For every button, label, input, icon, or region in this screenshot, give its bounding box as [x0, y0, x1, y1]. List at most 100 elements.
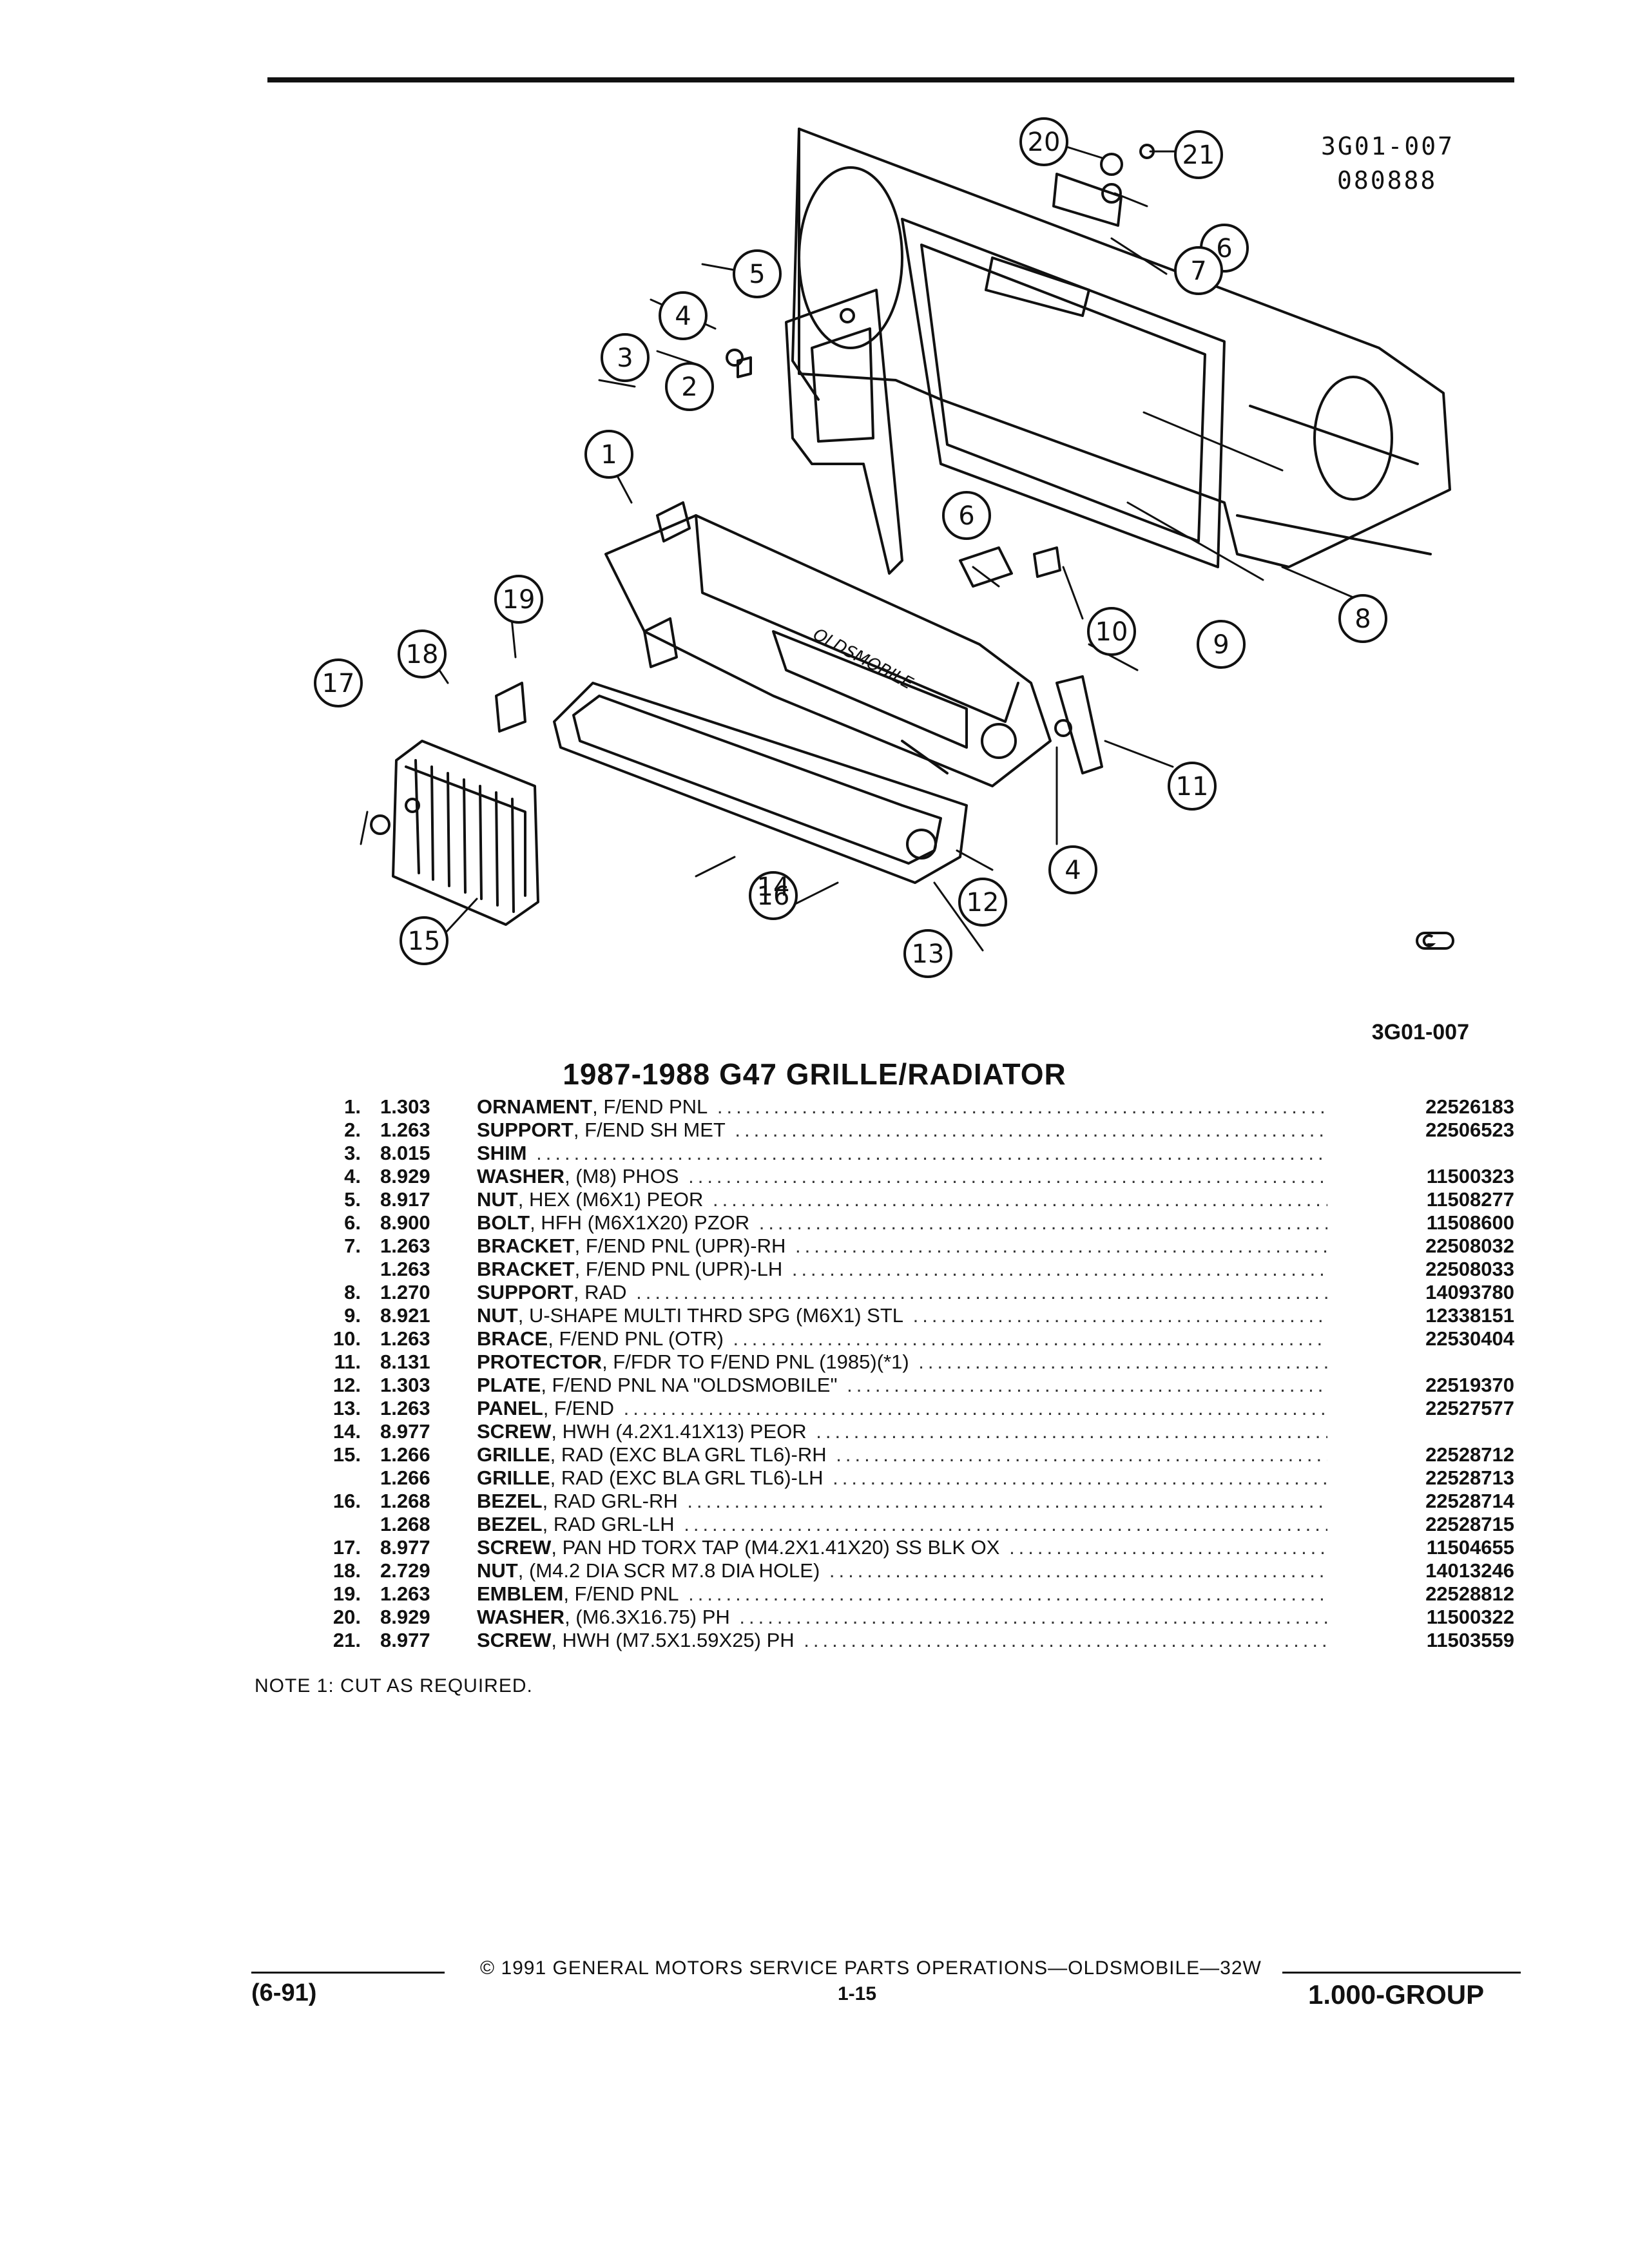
catalog-code: 1.263	[380, 1235, 430, 1257]
part-number: 11500322	[1426, 1606, 1514, 1628]
ref-number: 8.	[344, 1281, 361, 1303]
table-row: 1.263 BRACKET, F/END PNL (UPR)-LH .......…	[303, 1258, 1527, 1281]
part-name: GRILLE	[477, 1443, 550, 1466]
part-detail: , F/END PNL (UPR)-LH	[574, 1258, 783, 1280]
part-detail: , F/END PNL	[563, 1582, 679, 1605]
part-description: BRACKET, F/END PNL (UPR)-LH ............…	[477, 1258, 1327, 1281]
callout-5: 5	[749, 260, 765, 289]
part-description: SCREW, PAN HD TORX TAP (M4.2X1.41X20) SS…	[477, 1536, 1327, 1559]
leader-dots: ........................................…	[836, 1443, 1327, 1466]
callout-16: 16	[757, 881, 790, 911]
part-name: PANEL	[477, 1397, 543, 1419]
callout-circles	[314, 117, 1387, 978]
leader-dots: ........................................…	[735, 1119, 1327, 1141]
callout-11: 11	[1176, 772, 1209, 802]
part-number: 22530404	[1425, 1327, 1514, 1350]
gm-logo-mark-icon	[1414, 928, 1456, 960]
part-detail: , F/END	[543, 1397, 614, 1419]
part-number: 12338151	[1425, 1304, 1514, 1327]
part-description: NUT, U-SHAPE MULTI THRD SPG (M6X1) STL .…	[477, 1304, 1327, 1327]
footnote: NOTE 1: CUT AS REQUIRED.	[255, 1675, 533, 1696]
catalog-code: 8.131	[380, 1350, 430, 1373]
part-description: BRACE, F/END PNL (OTR) .................…	[477, 1327, 1327, 1350]
part-name: SUPPORT	[477, 1281, 574, 1303]
leader-dots: ........................................…	[912, 1304, 1327, 1327]
figure-caption-code: 3G01-007	[1371, 1020, 1469, 1044]
part-number: 22508032	[1425, 1235, 1514, 1257]
figure-ref-date: 080888	[1337, 166, 1438, 195]
footer-group-code: 1.000-GROUP	[1308, 1979, 1485, 2010]
leader-dots: ........................................…	[623, 1397, 1327, 1419]
ref-number: 19.	[333, 1582, 361, 1605]
callout-18: 18	[406, 640, 439, 669]
leader-dots: ........................................…	[795, 1235, 1327, 1257]
callout-14: 14	[757, 872, 790, 902]
ref-number: 12.	[333, 1374, 361, 1396]
figure-ref-code: 3G01-007	[1321, 132, 1455, 160]
part-detail: , F/END PNL (OTR)	[548, 1327, 724, 1350]
part-detail: , F/END SH MET	[573, 1119, 726, 1141]
callout-6b: 6	[958, 501, 974, 531]
part-description: SUPPORT, RAD ...........................…	[477, 1281, 1327, 1304]
catalog-code: 8.929	[380, 1606, 430, 1628]
part-name: BEZEL	[477, 1490, 543, 1512]
hardware-drawings	[370, 144, 1155, 835]
part-description: PLATE, F/END PNL NA "OLDSMOBILE" .......…	[477, 1374, 1327, 1397]
callout-10: 10	[1095, 617, 1128, 647]
part-number: 11503559	[1426, 1629, 1514, 1651]
panel-lettering: OLDSMOBILE	[810, 625, 916, 694]
catalog-code: 8.977	[380, 1420, 430, 1443]
part-detail: , F/END PNL (UPR)-RH	[574, 1235, 786, 1257]
part-detail: , RAD GRL-LH	[542, 1513, 675, 1535]
callout-2: 2	[681, 372, 697, 402]
part-number: 22528715	[1425, 1513, 1514, 1535]
footer-page-number: 1-15	[838, 1983, 877, 2004]
part-number: 14093780	[1425, 1281, 1514, 1303]
leader-dots: ........................................…	[847, 1374, 1327, 1396]
leader-dots: ........................................…	[717, 1095, 1327, 1118]
part-name: SCREW	[477, 1629, 552, 1651]
ref-number: 14.	[333, 1420, 361, 1443]
ref-number: 10.	[333, 1327, 361, 1350]
callout-20: 20	[1028, 128, 1061, 157]
bezel-drawing	[553, 682, 968, 884]
part-name: BRACE	[477, 1327, 548, 1350]
part-detail: , RAD GRL-RH	[542, 1490, 678, 1512]
catalog-code: 1.268	[380, 1513, 430, 1535]
part-description: GRILLE, RAD (EXC BLA GRL TL6)-LH .......…	[477, 1466, 1327, 1490]
catalog-code: 1.263	[380, 1258, 430, 1280]
part-detail: , (M4.2 DIA SCR M7.8 DIA HOLE)	[517, 1559, 820, 1582]
ref-number: 6.	[344, 1211, 361, 1234]
part-detail: , HEX (M6X1) PEOR	[517, 1188, 704, 1211]
part-detail: , F/END PNL	[592, 1095, 708, 1118]
ref-number: 5.	[344, 1188, 361, 1211]
catalog-code: 8.977	[380, 1629, 430, 1651]
part-name: BEZEL	[477, 1513, 543, 1535]
part-name: BOLT	[477, 1211, 530, 1234]
part-name: GRILLE	[477, 1466, 550, 1489]
part-description: BRACKET, F/END PNL (UPR)-RH ............…	[477, 1235, 1327, 1258]
callout-4b: 4	[1065, 856, 1081, 885]
part-description: BOLT, HFH (M6X1X20) PZOR ...............…	[477, 1211, 1327, 1235]
part-name: NUT	[477, 1559, 518, 1582]
part-name: NUT	[477, 1304, 518, 1327]
leader-dots: ........................................…	[684, 1513, 1327, 1535]
exploded-parts-diagram: 1 2 3 4 5 6 7 8 9 10 11 12 13 14 15 16 1…	[284, 103, 1521, 1031]
radiator-support-drawing	[791, 128, 1451, 568]
part-description: WASHER, (M6.3X16.75) PH ................…	[477, 1606, 1327, 1629]
part-detail: , F/END PNL NA "OLDSMOBILE"	[541, 1374, 838, 1396]
part-number: 22528712	[1425, 1443, 1514, 1466]
